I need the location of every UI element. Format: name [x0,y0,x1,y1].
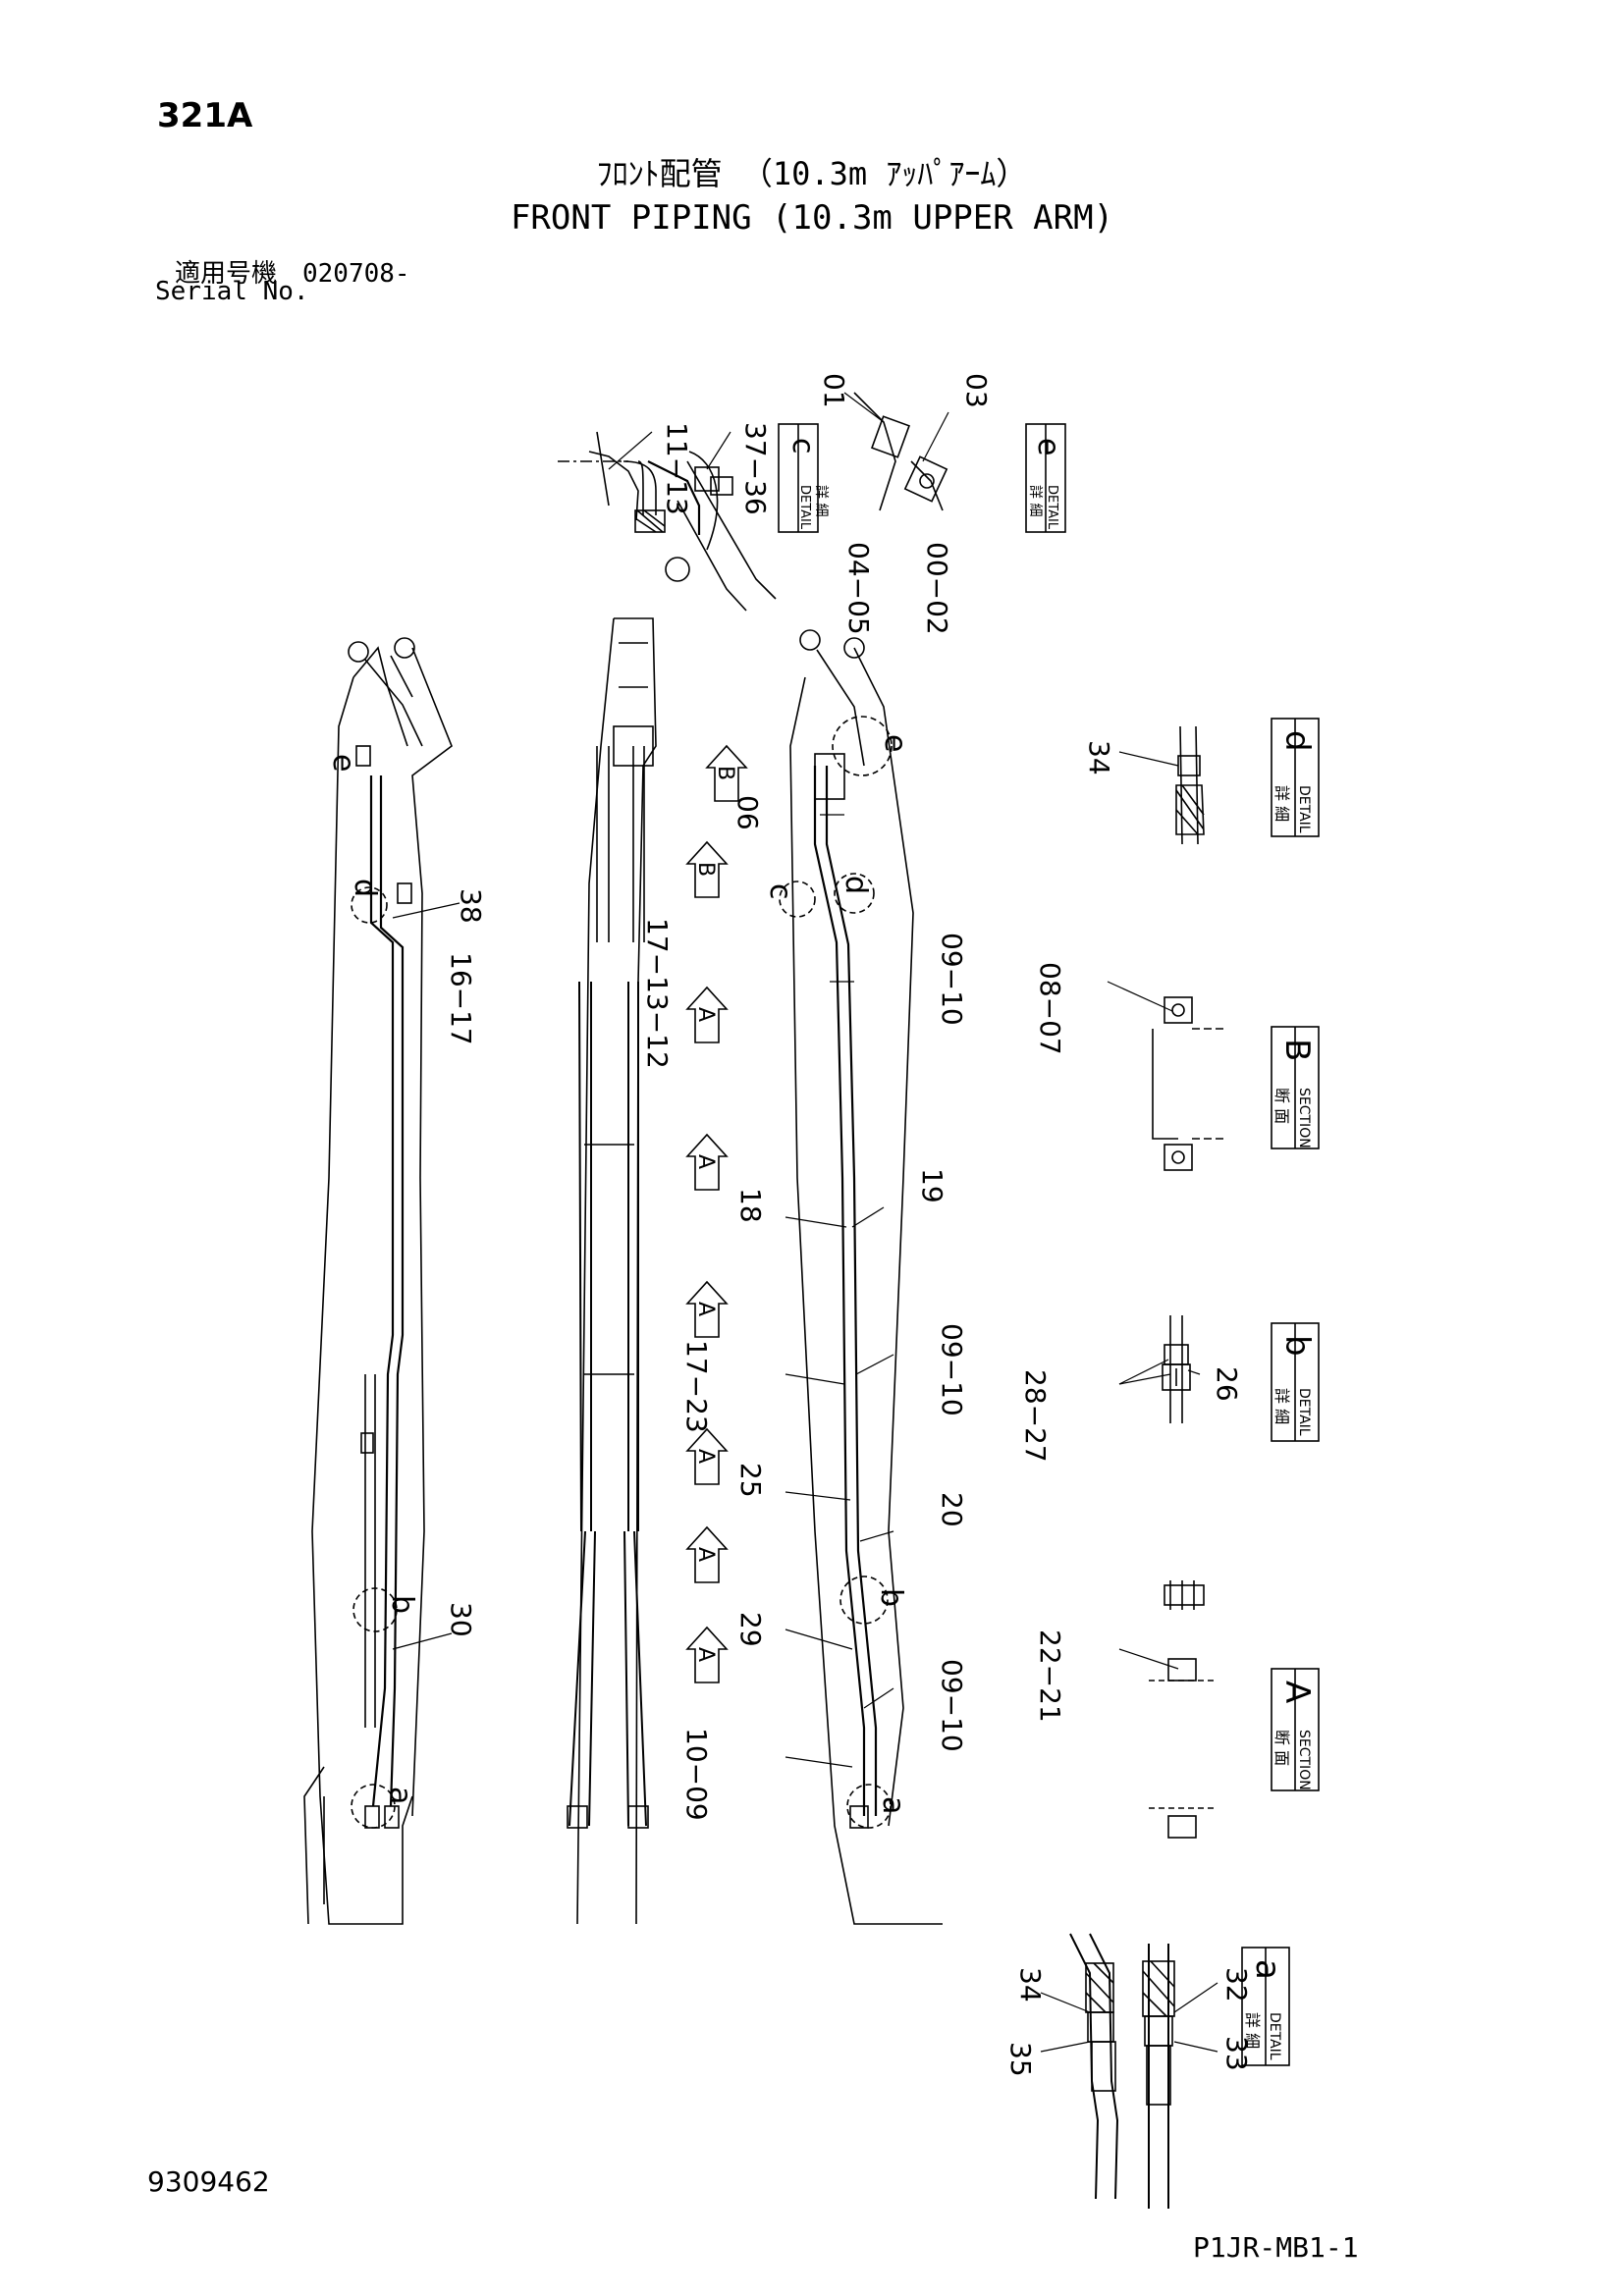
detail-sketch-elbow [558,431,666,533]
detail-box-b-en: DETAIL [1296,1388,1312,1436]
detail-box-b-jp: 詳 細 [1272,1388,1291,1424]
detail-sketch-d [1175,725,1205,845]
detail-box-b-letter: b [1277,1335,1317,1357]
detail-box-d-letter: d [1277,730,1317,752]
detail-box-a-letter: a [1248,1959,1287,1980]
marker-a-right: a [876,1796,910,1814]
detail-box-d-en: DETAIL [1296,785,1312,833]
marker-e-right: e [878,734,912,752]
callout-34-d: 34 [1083,740,1115,775]
marker-c-right: c [763,883,797,900]
marker-d-right: d [839,876,873,894]
callout-28-27: 28−27 [1019,1369,1052,1463]
callout-25: 25 [734,1463,767,1498]
callout-30: 30 [445,1602,477,1637]
detail-box-e-en: DETAIL [1045,485,1059,530]
callout-10-09: 10−09 [680,1728,713,1821]
leader-lines [392,392,1218,2053]
section-arrow-label-a1: A [693,1007,718,1022]
arm-right-view [779,629,943,1925]
section-arrows [685,744,748,1683]
callout-04-05: 04−05 [842,542,875,635]
section-arrow-label-b1: B [713,766,737,780]
title-english: FRONT PIPING (10.3m UPPER ARM) [510,198,1114,238]
detail-box-e-jp: 詳 細 [1027,485,1043,516]
detail-box-e-letter: e [1031,438,1065,455]
serial-label-english: Serial No. [155,277,309,306]
detail-box-c-en: DETAIL [797,485,812,530]
section-arrow-label-a3: A [693,1302,718,1316]
detail-box-c-jp: 詳 細 [813,485,829,516]
callout-17-13-12: 17−13−12 [641,918,674,1069]
callout-00-02: 00−02 [921,542,953,635]
callout-35: 35 [1004,2042,1037,2077]
callout-38: 38 [455,888,487,924]
section-arrow-label-a5: A [693,1547,718,1562]
detail-sketch-a-couplings [1069,1933,1175,2209]
marker-a-left: a [383,1787,417,1804]
detail-box-a-jp: 詳 細 [1243,2012,1262,2049]
section-arrow-label-b2: B [693,862,718,877]
callout-34-a: 34 [1014,1967,1047,2002]
marker-e-left: e [326,754,360,772]
section-box-a-en: SECTION [1296,1730,1312,1790]
serial-label-japanese: 適用号機 020708- [175,259,410,289]
section-box-b-jp: 断 面 [1272,1088,1291,1124]
detail-box-b [1271,1322,1320,1442]
callout-20: 20 [936,1492,968,1527]
callout-11-13: 11−13 [661,422,693,515]
arm-top-view [567,617,657,1925]
section-box-a [1271,1668,1320,1791]
callout-06: 06 [731,795,764,830]
detail-sketch-section-a [1149,1580,1218,1839]
detail-sketch-section-b [1152,996,1227,1171]
detail-sketch-fittings-c [588,451,777,612]
callout-03: 03 [960,373,993,408]
detail-box-d-jp: 詳 細 [1272,785,1291,822]
callout-26: 26 [1211,1366,1243,1402]
arm-left-view [303,637,453,1925]
detail-box-e [1025,423,1066,533]
marker-b-left: b [385,1595,419,1614]
detail-box-a [1241,1947,1290,2066]
section-box-b [1271,1026,1320,1149]
detail-box-d [1271,718,1320,837]
callout-19: 19 [916,1168,948,1203]
section-arrow-label-a6: A [693,1647,718,1662]
callout-09-10-middle: 09−10 [936,1323,968,1416]
callout-16-17: 16−17 [445,952,477,1045]
detail-sketch-b-coupling [1162,1315,1191,1423]
callout-08-07: 08−07 [1034,962,1066,1055]
marker-b-right: b [874,1588,908,1607]
callout-18: 18 [734,1188,767,1223]
section-box-b-en: SECTION [1296,1088,1312,1148]
callout-09-10-upper: 09−10 [936,933,968,1026]
section-arrow-label-a2: A [693,1154,718,1169]
section-arrow-label-a4: A [693,1449,718,1464]
section-box-a-letter: A [1277,1681,1317,1703]
callout-22-21: 22−21 [1034,1629,1066,1723]
detail-sketch-clamp-e [853,392,948,511]
marker-d-left: d [348,879,382,897]
callout-09-10-lower: 09−10 [936,1659,968,1752]
callout-01: 01 [818,373,850,408]
section-box-a-jp: 断 面 [1272,1730,1291,1766]
detail-box-c-letter: c [785,438,820,454]
callout-17-23: 17−23 [680,1340,713,1433]
model-code: 321A [157,96,253,135]
callout-37-36: 37−36 [739,422,772,515]
drawing-number: 9309462 [147,2165,270,2198]
callout-32: 32 [1220,1967,1253,2002]
callout-33: 33 [1220,2036,1253,2071]
detail-box-a-en: DETAIL [1267,2012,1282,2060]
section-box-b-letter: B [1277,1039,1317,1061]
detail-box-c [778,423,819,533]
page-code: P1JR-MB1-1 [1193,2231,1359,2264]
callout-29: 29 [734,1612,767,1647]
title-japanese: ﾌﾛﾝﾄ配管 （10.3m ｱｯﾊﾟｱｰﾑ） [596,155,1028,192]
